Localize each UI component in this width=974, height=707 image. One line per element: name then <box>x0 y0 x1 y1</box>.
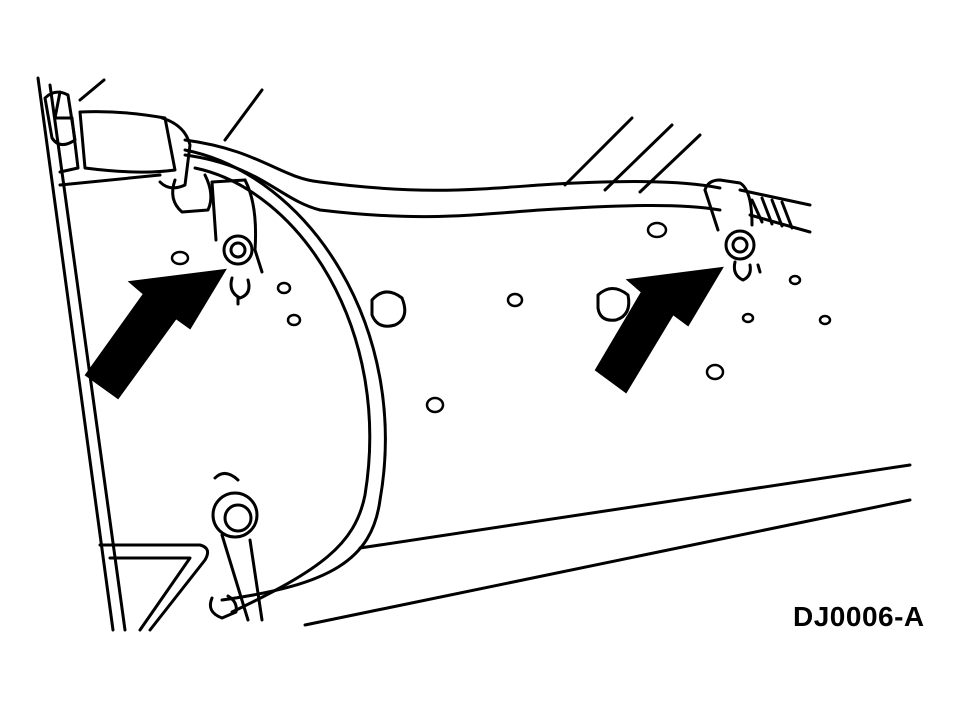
wire-harness <box>183 138 812 234</box>
left-connector <box>43 90 213 214</box>
panel-holes <box>170 221 832 414</box>
panel-plugs <box>370 287 631 328</box>
left-clip <box>210 178 264 306</box>
right-callout-arrow <box>594 266 724 394</box>
figure-code-label: DJ0006-A <box>793 601 925 632</box>
right-clip <box>703 178 762 282</box>
frame-panel <box>36 76 912 632</box>
left-callout-arrow <box>84 268 227 400</box>
looping-hose <box>183 148 387 620</box>
grommet-fitting <box>211 472 264 622</box>
